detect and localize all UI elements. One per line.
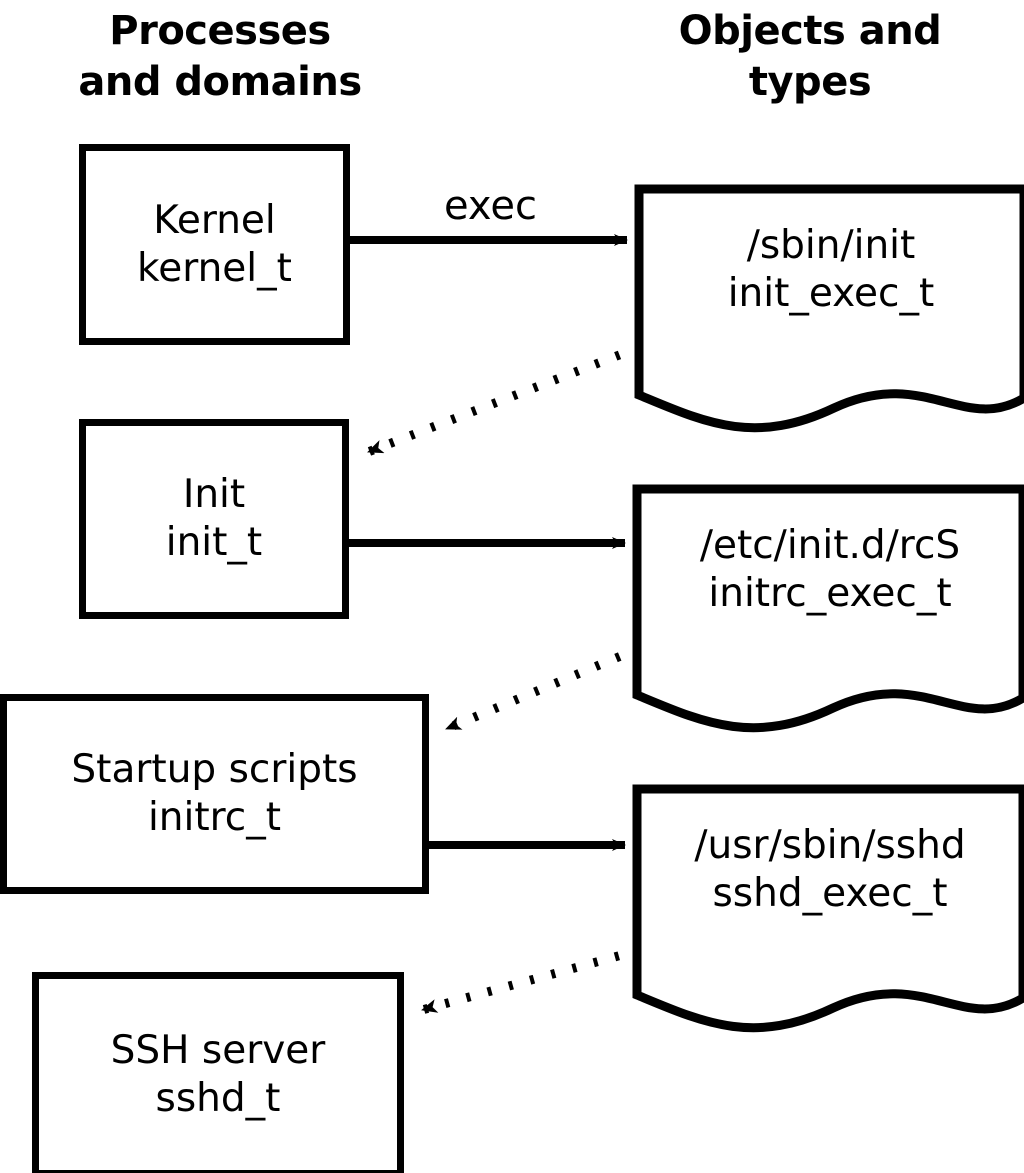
edge-label-exec: exec xyxy=(444,183,537,229)
process-box-initrc[interactable]: Startup scripts initrc_t xyxy=(0,694,429,894)
process-box-kernel[interactable]: Kernel kernel_t xyxy=(79,144,350,345)
process-box-kernel-name: Kernel xyxy=(153,197,276,243)
object-doc-sshd_exec[interactable]: /usr/sbin/sshd sshd_exec_t xyxy=(632,784,1024,1036)
process-box-init-name: Init xyxy=(182,472,246,518)
edge-sshd_exec-transition-sshd xyxy=(420,945,642,1015)
process-box-sshd-domain: sshd_t xyxy=(155,1075,281,1121)
object-doc-init_exec[interactable]: /sbin/init init_exec_t xyxy=(634,184,1024,436)
process-box-kernel-domain: kernel_t xyxy=(137,245,292,291)
edge-init_exec-transition-init xyxy=(366,342,642,457)
object-doc-initrc_exec[interactable]: /etc/init.d/rcS initrc_exec_t xyxy=(632,484,1024,736)
column-header-objects: Objects and types xyxy=(678,8,942,106)
process-box-initrc-domain: initrc_t xyxy=(147,795,282,840)
column-header-processes: Processes and domains xyxy=(78,8,362,106)
edge-initrc_exec-transition-initrc xyxy=(444,643,642,734)
process-box-init[interactable]: Init init_t xyxy=(79,419,349,619)
process-box-sshd[interactable]: SSH server sshd_t xyxy=(32,972,404,1173)
process-box-sshd-name: SSH server xyxy=(110,1027,326,1073)
process-box-initrc-name: Startup scripts xyxy=(71,747,358,793)
process-box-init-domain: init_t xyxy=(165,520,263,565)
